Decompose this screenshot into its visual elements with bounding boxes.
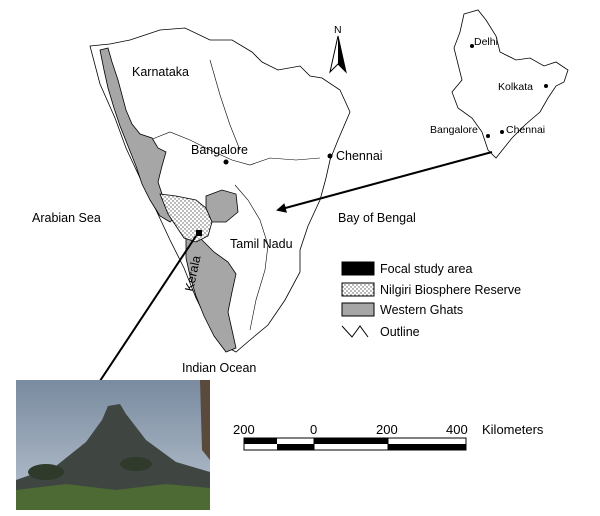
label-karnataka: Karnataka xyxy=(132,65,189,79)
state-boundary xyxy=(149,59,321,331)
label-indian-ocean: Indian Ocean xyxy=(182,361,256,375)
inset-kolkata-marker xyxy=(544,84,548,88)
legend-label-focal-study-area: Focal study area xyxy=(380,262,472,276)
inset-label-kolkata: Kolkata xyxy=(498,81,533,93)
focal-study-area xyxy=(196,230,202,236)
label-tamil-nadu: Tamil Nadu xyxy=(230,237,293,251)
inset-chennai-marker xyxy=(500,130,504,134)
label-chennai: Chennai xyxy=(336,149,383,163)
inset-pointer-arrow xyxy=(276,151,493,213)
legend-swatch-focal-study-area xyxy=(341,261,375,276)
scale-tick-2: 200 xyxy=(376,422,398,437)
scale-tick-3: 400 xyxy=(446,422,468,437)
legend: Focal study area Nilgiri Biosphere Reser… xyxy=(341,261,521,339)
label-bay-of-bengal: Bay of Bengal xyxy=(338,211,416,225)
legend-swatch-outline xyxy=(341,325,369,338)
legend-label-western-ghats: Western Ghats xyxy=(380,303,463,317)
label-arabian-sea: Arabian Sea xyxy=(32,211,101,225)
scale-unit-label: Kilometers xyxy=(482,422,544,437)
scale-tick-1: 0 xyxy=(310,422,317,437)
inset-bangalore-marker xyxy=(486,134,490,138)
inset-label-chennai: Chennai xyxy=(506,124,545,136)
scale-bar: 200 0 200 400 Kilometers xyxy=(233,422,544,451)
focal-area-photo xyxy=(16,380,210,510)
legend-label-nilgiri: Nilgiri Biosphere Reserve xyxy=(380,283,521,297)
inset-delhi-marker xyxy=(470,44,474,48)
label-bangalore: Bangalore xyxy=(191,143,248,157)
legend-swatch-nilgiri xyxy=(341,282,375,297)
scale-tick-0: 200 xyxy=(233,422,255,437)
south-india-outline xyxy=(89,27,351,353)
western-ghats-plateau xyxy=(205,189,239,223)
photo-pointer-arrow xyxy=(88,235,197,398)
india-inset-outline xyxy=(451,9,569,159)
chennai-marker xyxy=(327,153,333,159)
inset-label-delhi: Delhi xyxy=(474,36,498,48)
bangalore-marker xyxy=(223,159,229,165)
inset-label-bangalore: Bangalore xyxy=(430,124,478,136)
north-arrow: N xyxy=(329,24,347,74)
legend-label-outline: Outline xyxy=(380,325,420,339)
north-label: N xyxy=(334,24,342,36)
legend-swatch-western-ghats xyxy=(341,302,375,317)
